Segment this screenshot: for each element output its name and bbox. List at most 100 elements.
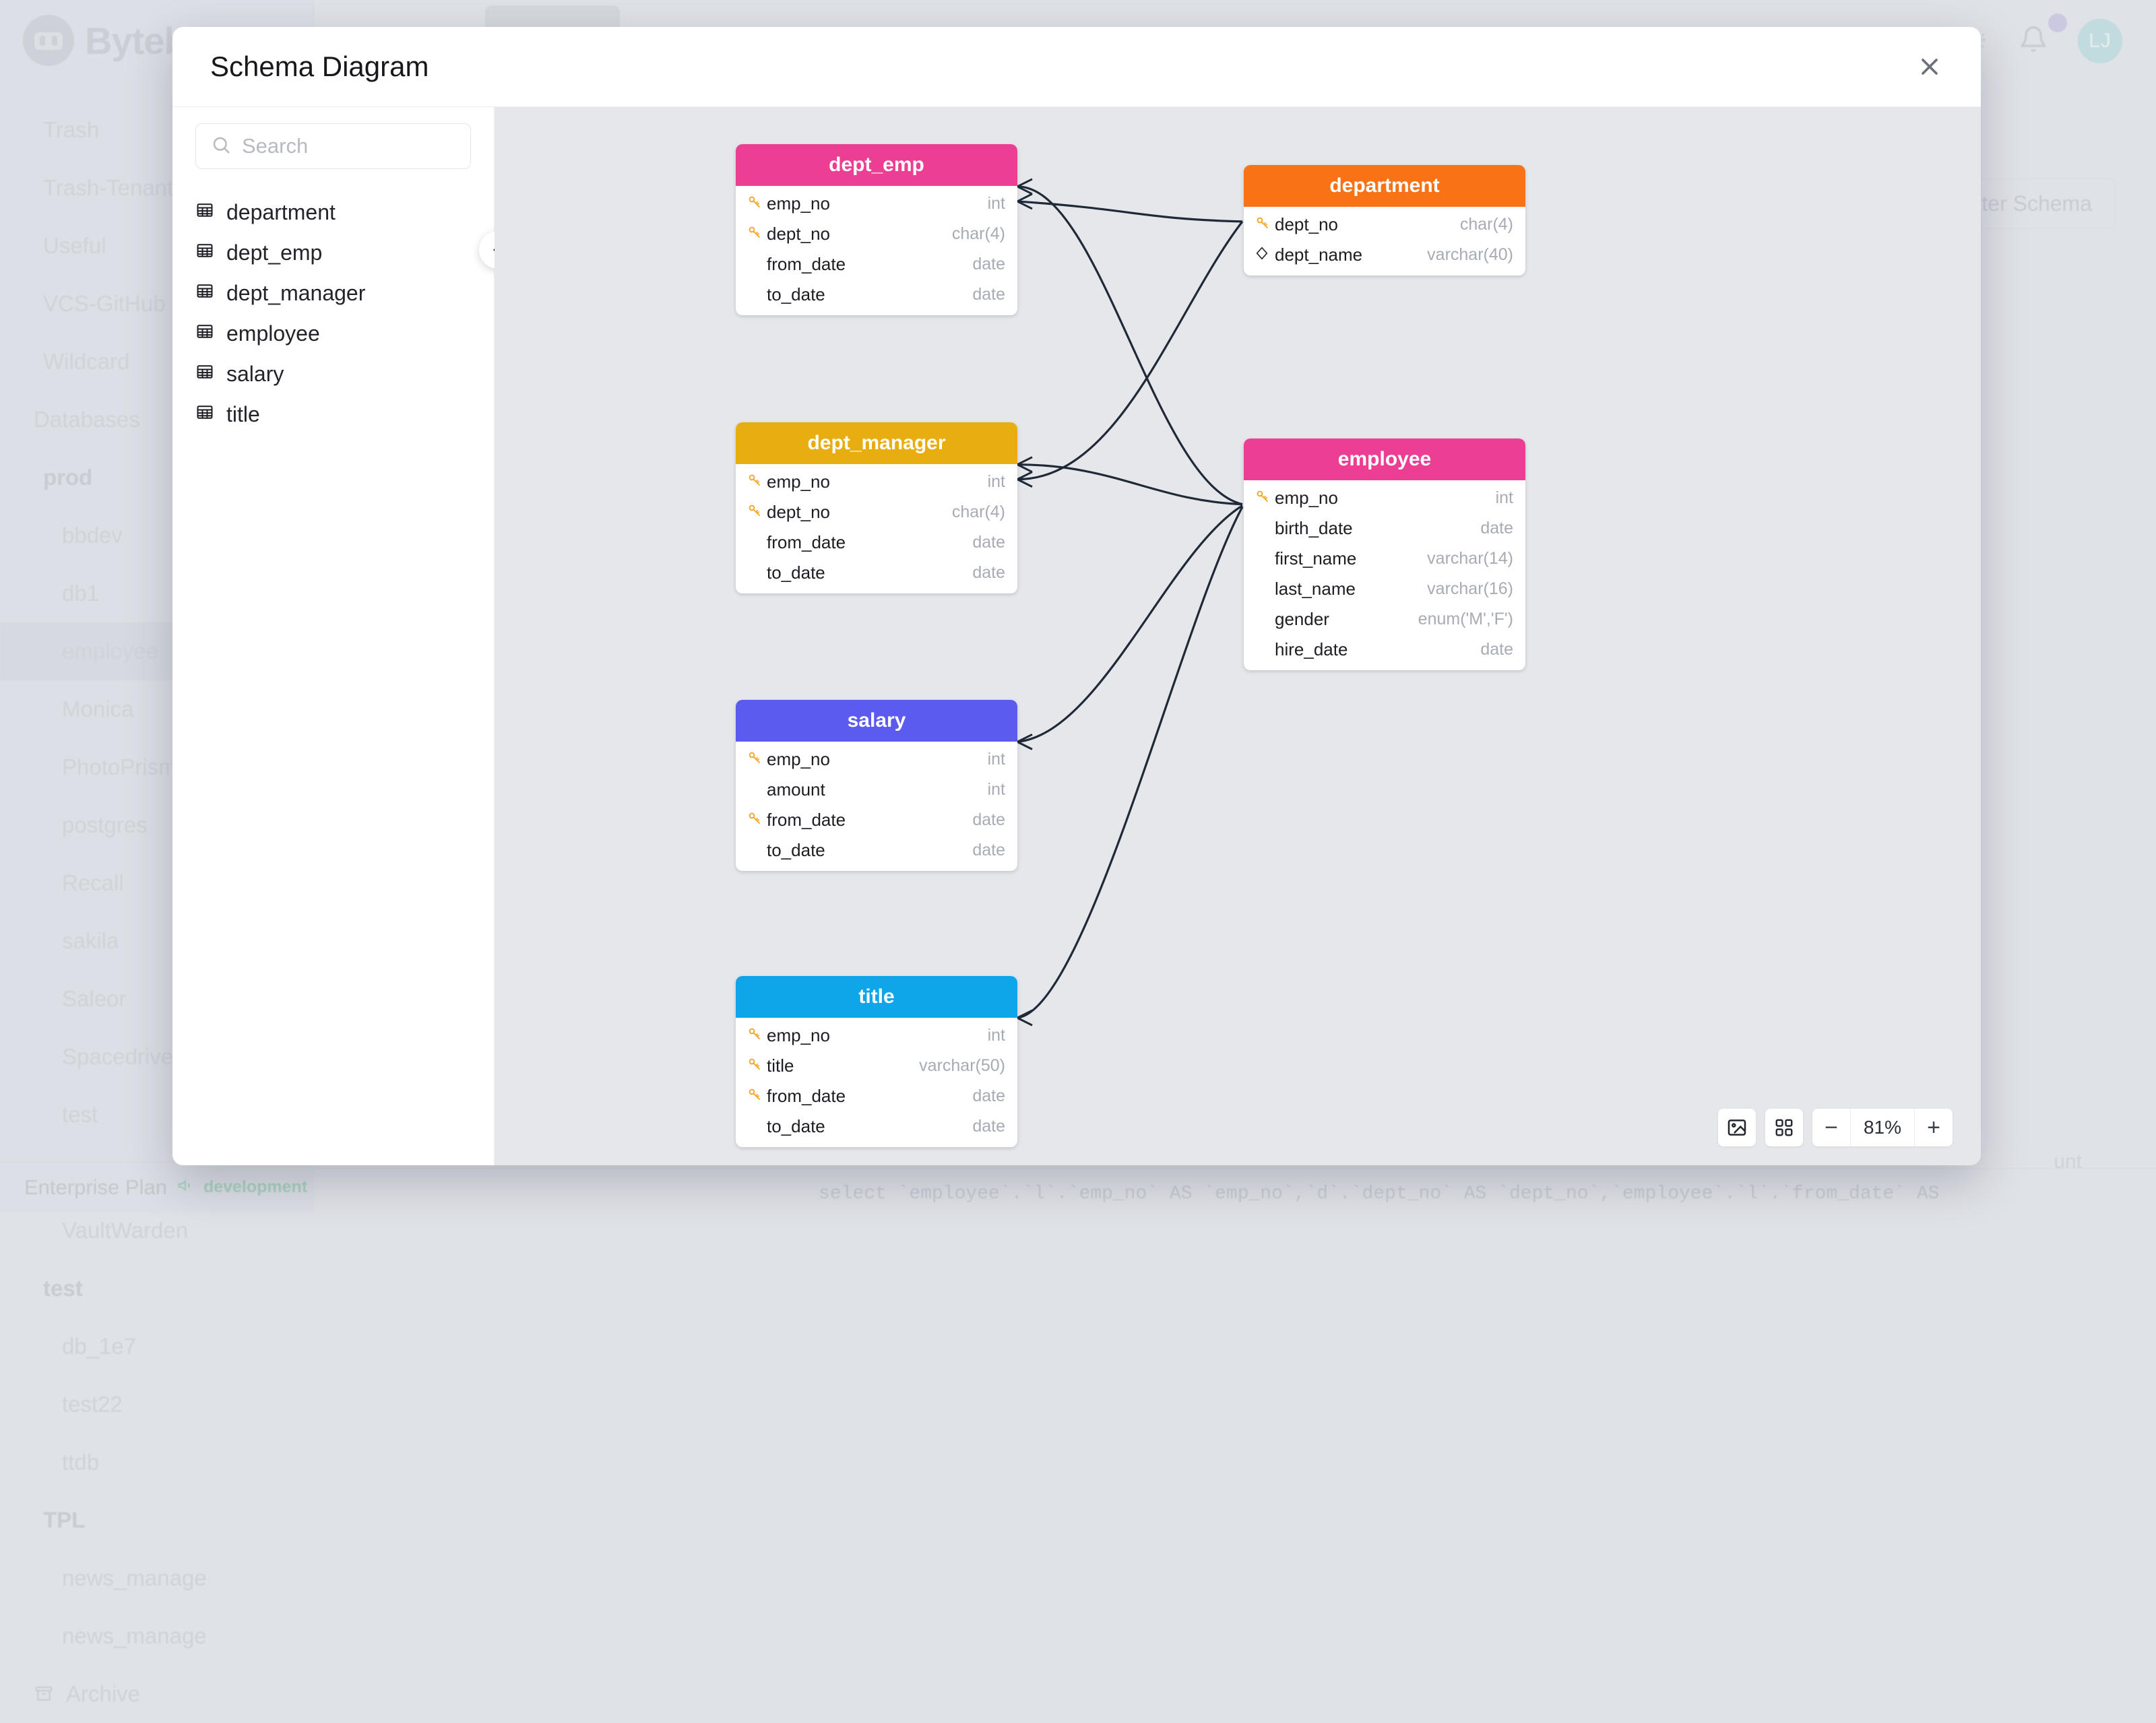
environment-label: development	[203, 1177, 307, 1197]
column-name: emp_no	[767, 193, 988, 214]
table-list-item-employee[interactable]: employee	[195, 313, 471, 354]
table-list-item-dept_emp[interactable]: dept_emp	[195, 232, 471, 273]
sidebar-item-label: Archive	[66, 1681, 140, 1707]
primary-key-icon	[747, 472, 763, 492]
table-icon	[195, 200, 214, 225]
column-type: date	[1480, 640, 1513, 659]
column-name: from_date	[767, 254, 972, 275]
sidebar-item-tpl: TPL	[0, 1491, 314, 1549]
sidebar-item-label: Wildcard	[43, 349, 129, 375]
column-type: varchar(40)	[1427, 245, 1513, 265]
table-list-item-title[interactable]: title	[195, 394, 471, 434]
key-slot	[747, 472, 767, 492]
close-icon[interactable]	[1911, 48, 1948, 86]
sidebar-item-label: Monica	[62, 696, 133, 722]
column-type: char(4)	[1460, 215, 1513, 234]
canvas-toolbar: − 81% +	[1718, 1109, 1953, 1146]
page-title: Schema Diagram	[210, 51, 429, 83]
sidebar-item-news-manage: news_manage	[0, 1549, 314, 1607]
column-type: date	[972, 533, 1005, 552]
relationship-edges	[495, 107, 1981, 1165]
node-title-title: title	[736, 976, 1017, 1018]
primary-key-icon	[747, 502, 763, 523]
table-icon	[195, 240, 214, 265]
sidebar-item-label: test22	[62, 1392, 123, 1417]
column-type: date	[972, 1117, 1005, 1136]
column-type: varchar(14)	[1427, 549, 1513, 568]
search-input[interactable]	[242, 134, 455, 158]
column-name: emp_no	[1275, 488, 1496, 509]
table-icon	[195, 281, 214, 306]
column-name: hire_date	[1275, 639, 1480, 660]
table-list-item-department[interactable]: department	[195, 192, 471, 232]
table-list-item-label: title	[226, 402, 260, 427]
table-icon	[195, 402, 214, 427]
column-type: varchar(16)	[1427, 579, 1513, 599]
sidebar-item-label: prod	[43, 465, 92, 490]
key-slot	[747, 502, 767, 523]
archive-icon	[34, 1684, 54, 1704]
key-slot	[747, 749, 767, 770]
zoom-out-button[interactable]: −	[1812, 1109, 1850, 1146]
column-type: date	[1480, 519, 1513, 538]
primary-key-icon	[747, 810, 763, 831]
column-name: to_date	[767, 1116, 972, 1137]
primary-key-icon	[1255, 488, 1271, 509]
sql-preview-text: select `employee`.`l`.`emp_no` AS `emp_n…	[819, 1183, 1939, 1204]
column-type: date	[972, 810, 1005, 830]
export-image-icon[interactable]	[1718, 1109, 1756, 1146]
column-name: first_name	[1275, 548, 1427, 569]
sidebar-item-label: VCS-GitHub	[43, 291, 166, 317]
avatar: LJ	[2078, 19, 2122, 63]
column-type: int	[988, 194, 1005, 214]
key-slot	[747, 810, 767, 831]
key-slot	[747, 1086, 767, 1107]
sidebar-item-label: Trash	[43, 117, 99, 143]
zoom-in-button[interactable]: +	[1915, 1109, 1953, 1146]
sidebar-item-label: Useful	[43, 233, 106, 259]
table-list-item-label: employee	[226, 321, 320, 346]
fit-view-icon[interactable]	[1765, 1109, 1803, 1146]
column-name: emp_no	[767, 749, 988, 770]
schema-diagram-dialog: Schema Diagram departmentdept_empdept_ma…	[172, 27, 1981, 1165]
column-name: last_name	[1275, 579, 1427, 599]
sidebar-item-label: employee	[62, 639, 158, 664]
column-type: char(4)	[952, 224, 1005, 244]
table-list-item-salary[interactable]: salary	[195, 354, 471, 394]
search-box[interactable]	[195, 123, 471, 169]
sidebar-item-archive: Archive	[0, 1665, 314, 1723]
column-name: dept_no	[767, 502, 952, 523]
column-type: char(4)	[952, 502, 1005, 522]
table-list-item-dept_manager[interactable]: dept_manager	[195, 273, 471, 313]
plan-label: Enterprise Plan	[24, 1175, 167, 1200]
column-name: title	[767, 1055, 919, 1076]
search-icon	[211, 135, 231, 158]
megaphone-icon	[177, 1177, 194, 1198]
bell-icon	[2019, 25, 2048, 58]
sidebar-item-label: Spacedrive	[62, 1044, 173, 1070]
sidebar-item-ttdb: ttdb	[0, 1433, 314, 1491]
primary-key-icon	[747, 1055, 763, 1076]
primary-key-icon	[747, 1025, 763, 1046]
table-icon	[195, 362, 214, 387]
primary-key-icon	[747, 193, 763, 214]
